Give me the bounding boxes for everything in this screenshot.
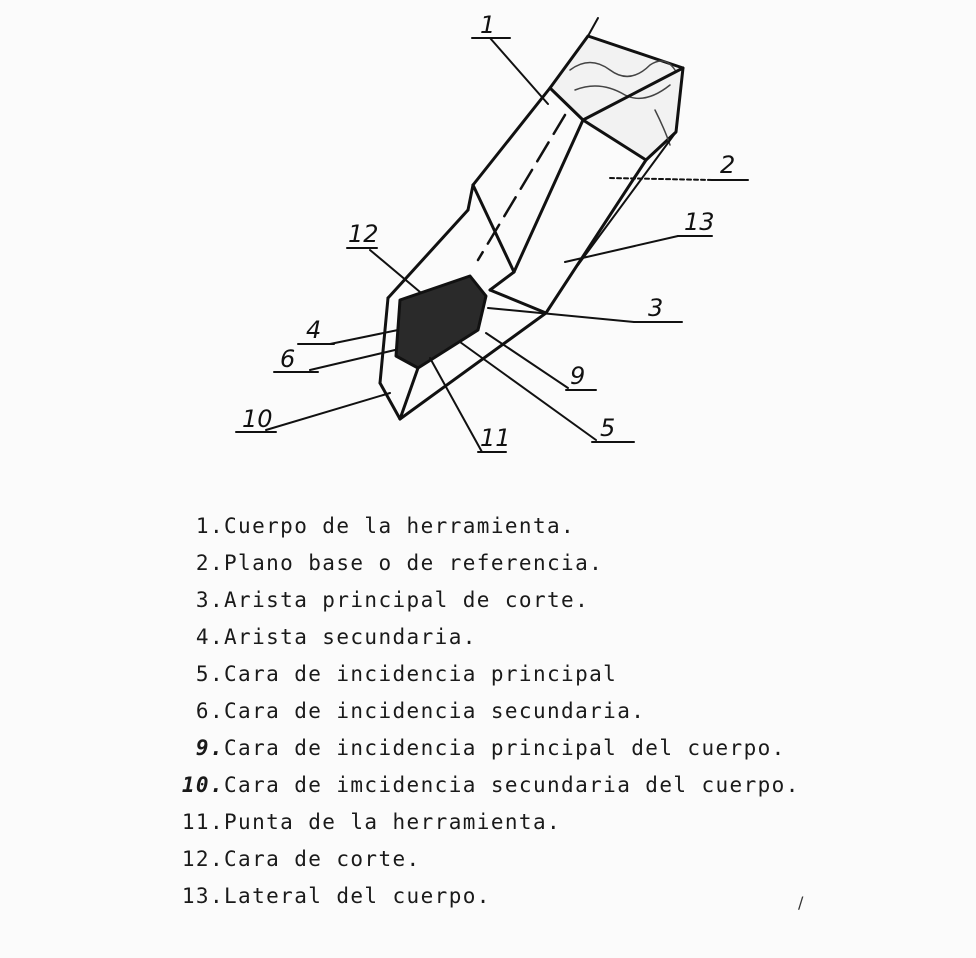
leader-12 xyxy=(369,249,421,293)
callout-2: 2 xyxy=(720,151,735,179)
legend-number: 4. xyxy=(195,625,224,649)
legend-text: Cara de corte. xyxy=(224,847,421,871)
legend-item: 6.Cara de incidencia secundaria. xyxy=(178,693,800,730)
legend-text: Cara de incidencia principal xyxy=(224,662,618,686)
leader-10 xyxy=(265,392,391,431)
leader-3 xyxy=(487,307,635,323)
legend-number: 12. xyxy=(181,847,224,871)
callout-12: 12 xyxy=(348,220,379,248)
legend-text: Arista secundaria. xyxy=(224,625,477,649)
legend-item: 4.Arista secundaria. xyxy=(178,619,800,656)
callout-3: 3 xyxy=(648,294,663,322)
head-bottom-edge xyxy=(398,311,548,421)
neck-edge-3 xyxy=(386,208,470,300)
legend-text: Lateral del cuerpo. xyxy=(224,884,491,908)
legend-number: 9. xyxy=(195,736,224,760)
neck-edge-2 xyxy=(471,183,516,274)
head-top-edge xyxy=(488,288,548,315)
legend-text: Cara de imcidencia secundaria del cuerpo… xyxy=(224,773,800,797)
callout-9: 9 xyxy=(570,362,585,390)
callout-1: 1 xyxy=(480,11,495,39)
legend-text: Plano base o de referencia. xyxy=(224,551,604,575)
legend-number: 13. xyxy=(181,884,224,908)
hidden-edge xyxy=(476,113,567,262)
legend-text: Cara de incidencia principal del cuerpo. xyxy=(224,736,786,760)
callout-5: 5 xyxy=(600,414,615,442)
legend-item: 11.Punta de la herramienta. xyxy=(178,804,800,841)
leader-13 xyxy=(564,235,679,263)
cutting-tool-diagram: 1 2 13 12 3 4 6 9 10 5 11 xyxy=(235,11,749,453)
cutting-tip xyxy=(394,274,488,370)
legend-number: 2. xyxy=(195,551,224,575)
shank-end-face xyxy=(548,34,685,162)
leader-4 xyxy=(329,329,399,345)
legend-number: 3. xyxy=(195,588,224,612)
legend-item: 10.Cara de imcidencia secundaria del cue… xyxy=(178,767,800,804)
legend-item: 9.Cara de incidencia principal del cuerp… xyxy=(178,730,800,767)
body-edge-side xyxy=(577,131,677,266)
neck-edge-1 xyxy=(466,183,475,212)
tip-edge-front xyxy=(398,366,420,421)
leader-9 xyxy=(485,332,569,389)
legend-text: Arista principal de corte. xyxy=(224,588,590,612)
parts-legend: 1.Cuerpo de la herramienta. 2.Plano base… xyxy=(178,508,800,915)
callout-10: 10 xyxy=(242,405,273,433)
legend-item: 1.Cuerpo de la herramienta. xyxy=(178,508,800,545)
leader-1 xyxy=(489,37,549,105)
leader-11 xyxy=(429,357,483,453)
legend-text: Cuerpo de la herramienta. xyxy=(224,514,576,538)
legend-number: 10. xyxy=(181,773,224,797)
leader-2 xyxy=(609,177,713,181)
legend-number: 11. xyxy=(181,810,224,834)
callout-13: 13 xyxy=(684,208,715,236)
legend-text: Punta de la herramienta. xyxy=(224,810,562,834)
legend-number: 6. xyxy=(195,699,224,723)
legend-number: 5. xyxy=(195,662,224,686)
leader-6 xyxy=(309,349,396,371)
legend-item: 5.Cara de incidencia principal xyxy=(178,656,800,693)
end-face-edge xyxy=(581,66,685,122)
body-axis xyxy=(587,17,599,37)
legend-item: 13.Lateral del cuerpo. xyxy=(178,878,800,915)
legend-text: Cara de incidencia secundaria. xyxy=(224,699,646,723)
legend-item: 3.Arista principal de corte. xyxy=(178,582,800,619)
body-edge-top-left xyxy=(471,86,552,187)
callout-6: 6 xyxy=(280,345,295,373)
legend-item: 2.Plano base o de referencia. xyxy=(178,545,800,582)
neck-edge-4 xyxy=(488,270,516,292)
tip-edge-bottom xyxy=(378,381,402,421)
body-edge-bottom-right xyxy=(544,158,648,315)
stray-mark: / xyxy=(798,893,804,912)
callout-4: 4 xyxy=(306,316,321,344)
tip-edge-left xyxy=(378,296,390,385)
body-edge-top-front xyxy=(512,118,585,274)
legend-number: 1. xyxy=(195,514,224,538)
legend-item: 12.Cara de corte. xyxy=(178,841,800,878)
leader-5 xyxy=(459,341,597,441)
callout-11: 11 xyxy=(480,424,511,452)
